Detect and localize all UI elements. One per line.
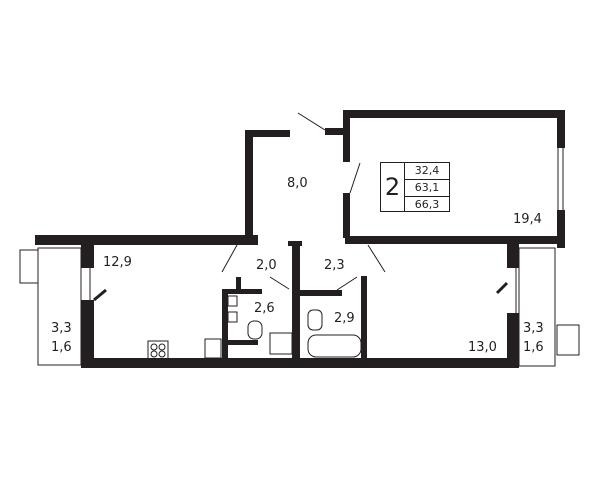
room-area-corridor-right: 2,3: [324, 258, 345, 273]
room-area-corridor-left: 2,0: [256, 258, 277, 273]
stove-burner: [158, 350, 166, 358]
total-area-no-balcony: 63,1: [405, 179, 449, 196]
balcony-left: [37, 247, 82, 366]
room-area-living: 13,0: [468, 340, 497, 355]
balcony-right-area: 3,3: [523, 321, 544, 336]
balcony-right-reduced-area: 1,6: [523, 340, 544, 355]
balcony-right-box: [556, 324, 580, 356]
kitchen-sink: [204, 338, 222, 359]
entrance-door: [297, 112, 326, 131]
stove-burner: [158, 343, 166, 351]
balcony-left-reduced-area: 1,6: [51, 340, 72, 355]
stove: [147, 340, 169, 360]
rooms-count: 2: [381, 163, 405, 211]
bathtub: [307, 334, 362, 358]
bedroom-door: [349, 162, 361, 194]
walls: [35, 110, 565, 368]
stove-burner: [150, 350, 158, 358]
room-area-bedroom: 19,4: [513, 212, 542, 227]
shelf: [227, 295, 238, 307]
balcony-left-area: 3,3: [51, 321, 72, 336]
living-area: 32,4: [414, 164, 440, 177]
room-area-bathroom: 2,9: [334, 311, 355, 326]
apartment-summary: 2 32,4 63,1 66,3: [380, 162, 450, 212]
room-area-toilet: 2,6: [254, 301, 275, 316]
fixtures: [19, 112, 580, 367]
balcony-right: [518, 247, 556, 367]
stove-burner: [150, 343, 158, 351]
room-area-hall: 8,0: [287, 176, 308, 191]
balcony-left-box: [19, 249, 39, 284]
kitchen-door: [221, 244, 238, 273]
living-door: [367, 244, 386, 273]
washing-machine: [269, 332, 293, 355]
balcony-right-door: [495, 281, 509, 295]
toilet-door: [269, 276, 290, 290]
balcony-left-door: [93, 288, 107, 302]
toilet: [247, 320, 263, 340]
bath-door: [336, 276, 358, 291]
room-area-kitchen: 12,9: [103, 255, 132, 270]
shelf: [227, 311, 238, 323]
total-area: 66,3: [405, 196, 449, 213]
wash-basin: [307, 309, 323, 331]
